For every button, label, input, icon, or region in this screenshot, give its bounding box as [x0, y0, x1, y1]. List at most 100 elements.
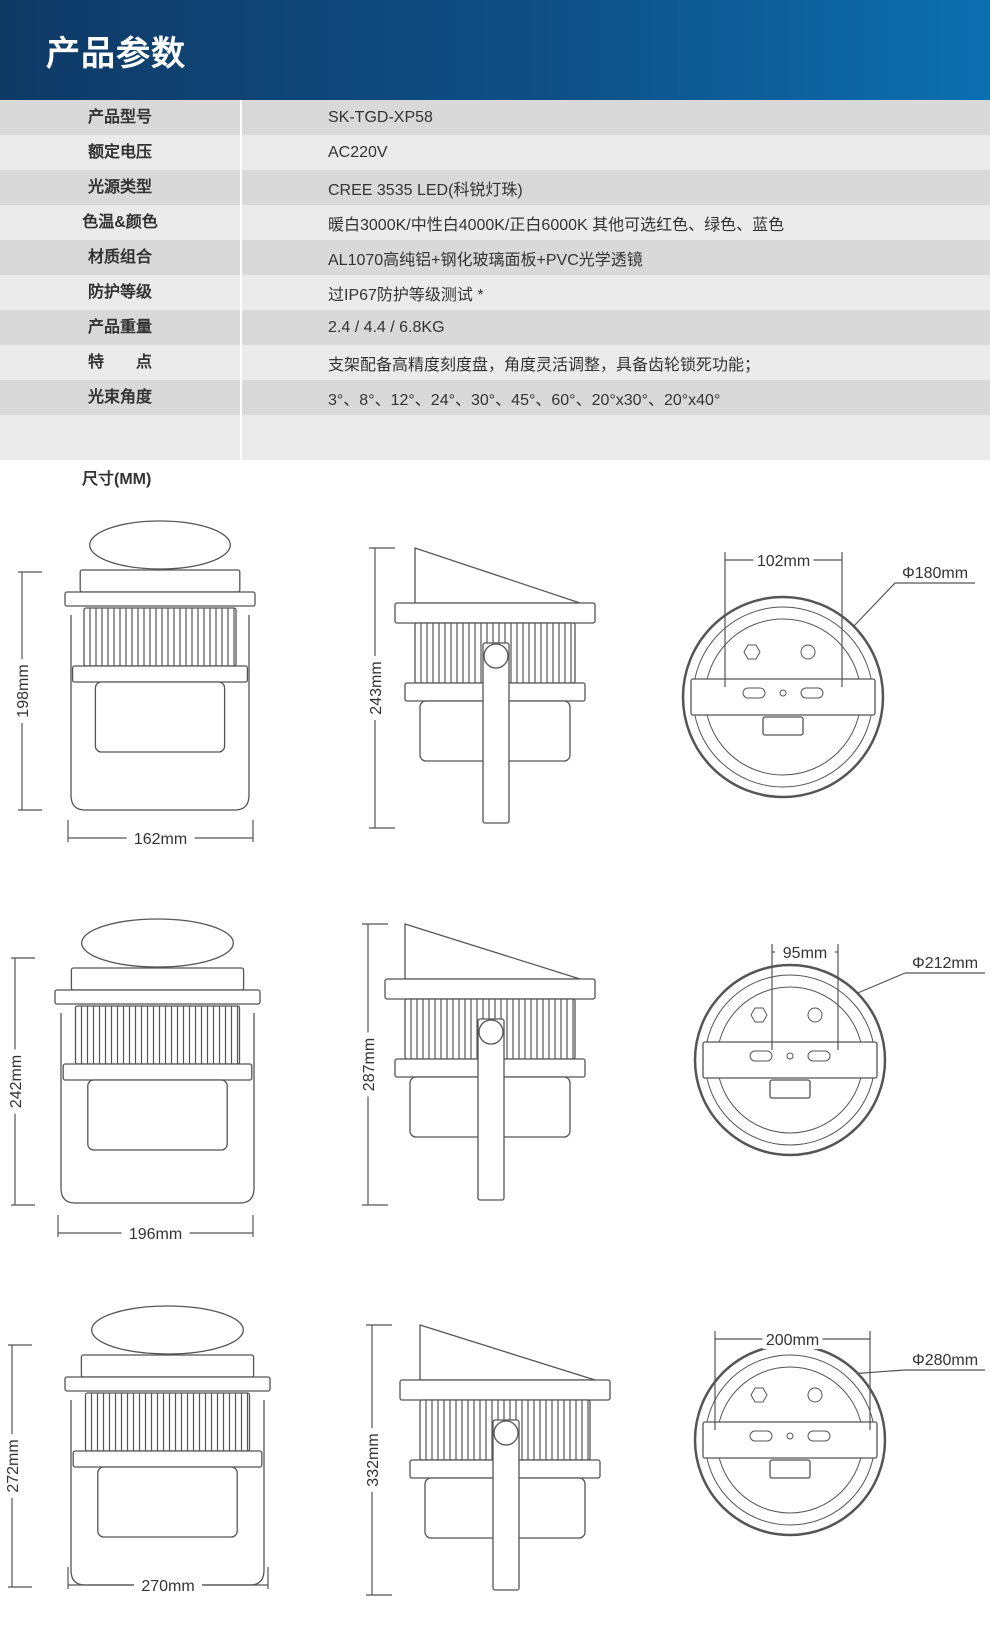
table-row-empty: [0, 415, 990, 460]
hex-nut: [750, 1007, 768, 1023]
spec-label: 额定电压: [0, 135, 242, 170]
spec-label: 色温&颜色: [0, 205, 242, 240]
hole-spacing-label: 200mm: [766, 1332, 819, 1349]
side-bezel: [384, 978, 596, 1000]
pivot-knob: [493, 1420, 519, 1446]
spec-value: 3°、8°、12°、24°、30°、45°、60°、20°x30°、20°x40…: [328, 391, 721, 409]
label-bg: [121, 1223, 190, 1243]
front-width-label: 196mm: [129, 1226, 182, 1243]
spec-label: 产品型号: [0, 100, 242, 135]
label-bg: [362, 1428, 382, 1492]
center-hole: [786, 1432, 794, 1440]
front-housing: [97, 1466, 238, 1538]
spec-label: 光束角度: [0, 380, 242, 415]
spec-value: 过IP67防护等级测试 *: [328, 286, 484, 304]
front-height-label: 198mm: [15, 664, 32, 717]
dimensions-title: 尺寸(MM): [82, 471, 152, 488]
slot-hole: [807, 1430, 831, 1442]
front-flange: [64, 591, 256, 607]
spec-label: 防护等级: [0, 275, 242, 310]
spec-value: SK-TGD-XP58: [328, 108, 433, 126]
front-height-label: 242mm: [8, 1055, 25, 1108]
label-bg: [126, 828, 195, 848]
table-row: 特 点支架配备高精度刻度盘，角度灵活调整，具备齿轮锁死功能；: [0, 345, 990, 380]
slot-hole: [749, 1430, 773, 1442]
label-bg: [358, 1032, 378, 1097]
slot-hole: [800, 687, 824, 699]
label-bg: [365, 656, 385, 720]
spec-value: 暖白3000K/中性白4000K/正白6000K 其他可选红色、绿色、蓝色: [328, 216, 785, 234]
table-row: 产品型号 SK-TGD-XP58: [0, 100, 990, 135]
bracket-plate: [690, 678, 876, 716]
label-bg: [12, 659, 32, 723]
side-height-label: 287mm: [361, 1038, 378, 1091]
spec-label-empty: [0, 415, 242, 460]
front-housing: [94, 681, 226, 753]
front-bezel: [80, 1354, 255, 1378]
diameter-label: Φ280mm: [912, 1352, 978, 1369]
slot-hole: [742, 687, 766, 699]
side-lens-cover: [414, 547, 581, 604]
side-bracket-arm: [492, 1419, 520, 1591]
spec-value: 2.4 / 4.4 / 6.8KG: [328, 318, 445, 336]
side-lens-cover: [419, 1324, 596, 1381]
front-flange: [54, 989, 261, 1005]
slot-hole: [749, 1050, 773, 1062]
hole-spacing-label: 95mm: [783, 945, 827, 962]
bracket-plate: [702, 1421, 878, 1459]
leader-line: [856, 1369, 906, 1375]
header-banner: 产品参数: [0, 0, 990, 100]
table-row: 材质组合 AL1070高纯铝+钢化玻璃面板+PVC光学透镜: [0, 240, 990, 275]
center-hole: [779, 689, 787, 697]
label-bg: [762, 1329, 823, 1349]
table-row: 产品重量 2.4 / 4.4 / 6.8KG: [0, 310, 990, 345]
spec-label: 产品重量: [0, 310, 242, 345]
mounting-bracket: [70, 615, 250, 811]
junction-box: [762, 716, 804, 736]
front-ring: [72, 1450, 263, 1468]
table-row: 额定电压 AC220V: [0, 135, 990, 170]
spec-label: 材质组合: [0, 240, 242, 275]
label-bg: [2, 1434, 22, 1498]
diameter-label: Φ180mm: [902, 565, 968, 582]
leader-line: [856, 972, 906, 995]
spec-value: AC220V: [328, 143, 388, 161]
side-bezel: [399, 1379, 611, 1401]
lens-cover: [91, 1305, 244, 1355]
lens-cover: [89, 520, 231, 570]
pivot-knob: [478, 1019, 504, 1045]
leader-line: [852, 582, 896, 628]
side-height-label: 243mm: [368, 661, 385, 714]
cable-gland: [807, 1387, 823, 1403]
table-row: 防护等级 过IP67防护等级测试 *: [0, 275, 990, 310]
front-housing: [87, 1079, 228, 1151]
center-hole: [786, 1052, 794, 1060]
junction-box: [769, 1079, 811, 1099]
front-bezel: [70, 967, 245, 991]
table-row: 色温&颜色 暖白3000K/中性白4000K/正白6000K 其他可选红色、绿色、…: [0, 205, 990, 240]
front-ring: [71, 665, 249, 683]
label-bg: [134, 1575, 202, 1595]
page-title: 产品参数: [46, 35, 186, 73]
side-bracket-arm: [482, 642, 510, 824]
hole-spacing-label: 102mm: [757, 553, 810, 570]
pivot-knob: [483, 643, 509, 669]
front-ring: [62, 1063, 253, 1081]
front-flange: [64, 1376, 271, 1392]
side-bezel: [394, 602, 596, 624]
spec-label: 光源类型: [0, 170, 242, 205]
table-row: 光束角度 3°、8°、12°、24°、30°、45°、60°、20°x30°、20…: [0, 380, 990, 415]
side-height-label: 332mm: [365, 1433, 382, 1486]
mounting-bracket: [60, 1013, 255, 1204]
diameter-label: Φ212mm: [912, 955, 978, 972]
spec-value: AL1070高纯铝+钢化玻璃面板+PVC光学透镜: [328, 251, 643, 269]
front-width-label: 270mm: [141, 1578, 194, 1595]
front-height-label: 272mm: [5, 1439, 22, 1492]
lens-cover: [81, 918, 234, 968]
front-heatsink: [83, 607, 237, 667]
cable-gland: [800, 644, 816, 660]
front-bezel: [79, 569, 241, 593]
